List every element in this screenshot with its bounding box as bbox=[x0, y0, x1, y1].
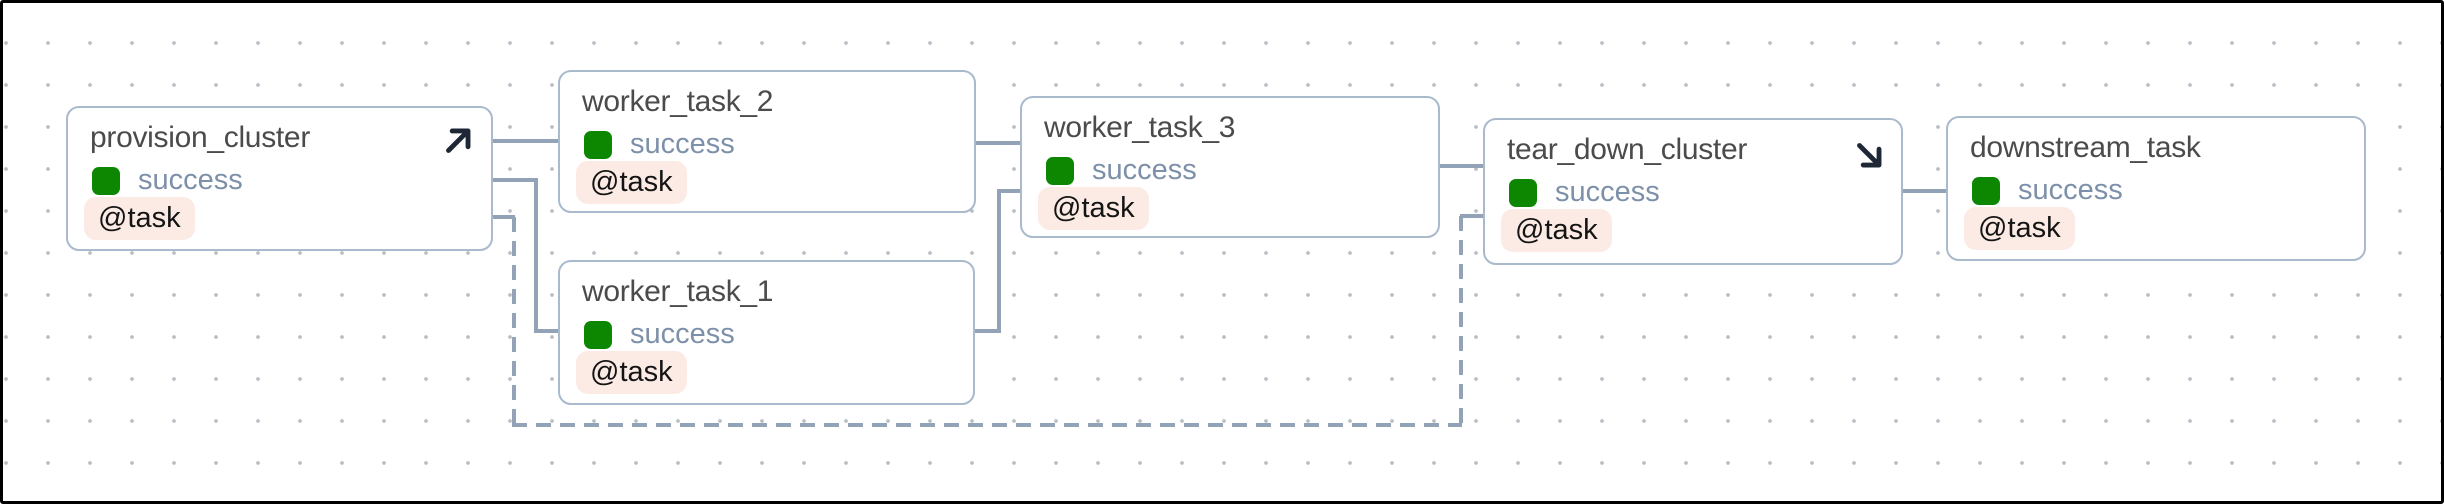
edge-setup-teardown-dashed bbox=[1460, 214, 1484, 218]
success-state-icon bbox=[1972, 176, 2000, 205]
edge-worker_task_2-worker_task_3 bbox=[975, 141, 1021, 145]
edge-setup-teardown-dashed bbox=[512, 423, 1462, 427]
task-state: success bbox=[584, 128, 735, 161]
task-state-label: success bbox=[630, 318, 735, 350]
task-node-worker_task_1[interactable]: worker_task_1 success @task bbox=[558, 260, 975, 405]
edge-provision_cluster-worker_task_1 bbox=[493, 178, 538, 182]
success-state-icon bbox=[1509, 178, 1537, 207]
task-decorator-badge: @task bbox=[576, 351, 687, 394]
edge-provision_cluster-worker_task_2 bbox=[493, 139, 559, 143]
task-title: downstream_task bbox=[1970, 131, 2201, 164]
task-title: worker_task_3 bbox=[1044, 111, 1236, 144]
edge-setup-teardown-dashed bbox=[1459, 216, 1463, 425]
task-state-label: success bbox=[2018, 174, 2123, 206]
task-state-label: success bbox=[1555, 176, 1660, 208]
arrow-up-right-icon bbox=[439, 122, 477, 160]
task-node-worker_task_2[interactable]: worker_task_2 success @task bbox=[558, 70, 976, 213]
task-node-tear_down_cluster[interactable]: tear_down_cluster success @task bbox=[1483, 118, 1903, 265]
edge-worker_task_3-tear_down_cluster bbox=[1439, 164, 1484, 168]
edge-setup-teardown-dashed bbox=[493, 215, 515, 219]
edge-worker_task_1-worker_task_3 bbox=[974, 329, 1000, 333]
task-decorator-badge: @task bbox=[1964, 207, 2075, 250]
task-state: success bbox=[584, 318, 735, 351]
task-title: worker_task_2 bbox=[582, 85, 774, 118]
edge-worker_task_1-worker_task_3 bbox=[997, 189, 1021, 193]
edge-setup-teardown-dashed bbox=[512, 217, 516, 425]
task-state: success bbox=[1509, 176, 1660, 209]
task-decorator-badge: @task bbox=[1501, 209, 1612, 252]
edge-tear_down_cluster-downstream_task bbox=[1902, 189, 1947, 193]
task-state-label: success bbox=[630, 128, 735, 160]
task-node-provision_cluster[interactable]: provision_cluster success @task bbox=[66, 106, 493, 251]
task-title: provision_cluster bbox=[90, 121, 311, 154]
success-state-icon bbox=[584, 320, 612, 349]
success-state-icon bbox=[1046, 156, 1074, 185]
task-decorator-badge: @task bbox=[84, 197, 195, 240]
task-node-worker_task_3[interactable]: worker_task_3 success @task bbox=[1020, 96, 1440, 238]
task-title: worker_task_1 bbox=[582, 275, 774, 308]
success-state-icon bbox=[584, 130, 612, 159]
task-decorator-badge: @task bbox=[576, 161, 687, 204]
task-state: success bbox=[1972, 174, 2123, 207]
task-decorator-badge: @task bbox=[1038, 187, 1149, 230]
task-state: success bbox=[92, 164, 243, 197]
edge-provision_cluster-worker_task_1 bbox=[534, 178, 538, 333]
task-state-label: success bbox=[1092, 154, 1197, 186]
task-node-downstream_task[interactable]: downstream_task success @task bbox=[1946, 116, 2366, 261]
arrow-down-right-icon bbox=[1850, 136, 1888, 174]
edge-provision_cluster-worker_task_1 bbox=[534, 329, 559, 333]
task-state: success bbox=[1046, 154, 1197, 187]
edge-worker_task_1-worker_task_3 bbox=[997, 189, 1001, 333]
task-title: tear_down_cluster bbox=[1507, 133, 1748, 166]
task-state-label: success bbox=[138, 164, 243, 196]
success-state-icon bbox=[92, 166, 120, 195]
